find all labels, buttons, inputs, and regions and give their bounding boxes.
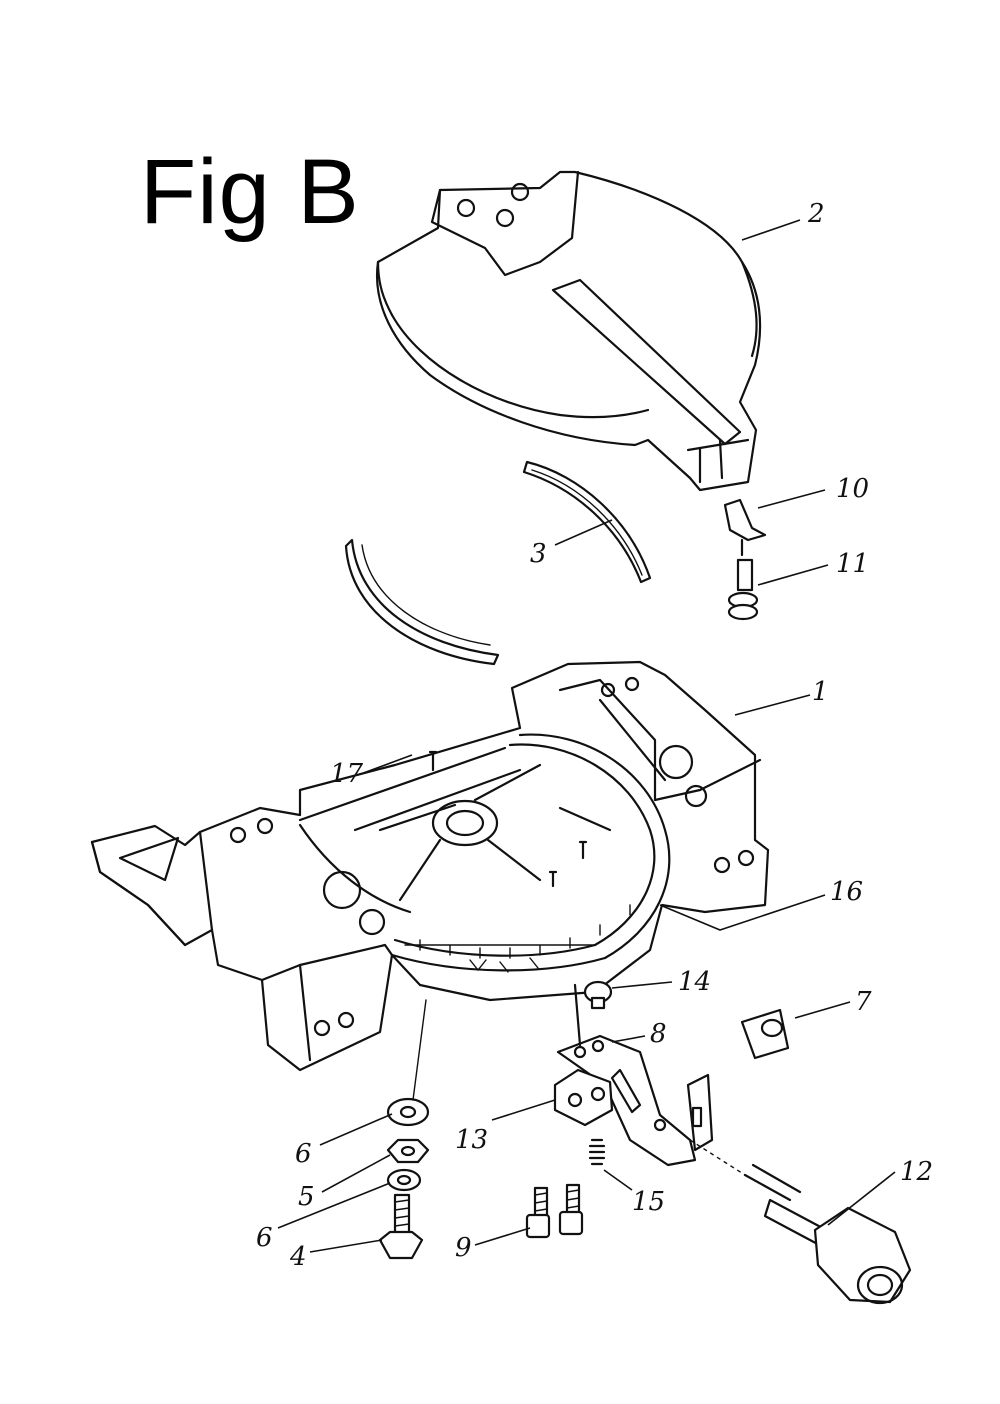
part-6-washer-top <box>386 1097 430 1127</box>
leader-lines <box>277 219 896 1253</box>
part-3-kerf-inserts <box>344 460 652 666</box>
callout-15: 15 <box>632 1187 665 1217</box>
callout-13: 13 <box>455 1125 488 1155</box>
part-5-nut <box>386 1138 430 1164</box>
part-10-clip <box>723 498 767 557</box>
figure-title: Fig B <box>140 141 360 243</box>
callout-5: 5 <box>298 1182 315 1212</box>
callout-8: 8 <box>650 1019 667 1049</box>
callout-7: 7 <box>855 987 872 1017</box>
part-14-rivet <box>583 980 613 1010</box>
part-4-bolt <box>378 1193 424 1260</box>
callout-1: 1 <box>812 677 829 707</box>
part-15-spring <box>588 1138 606 1166</box>
callout-10: 10 <box>836 474 869 504</box>
part-8-bracket <box>556 983 714 1167</box>
part-7-stop-block <box>740 1008 790 1060</box>
callout-4: 4 <box>289 1242 307 1272</box>
callout-9: 9 <box>455 1233 472 1263</box>
callout-17: 17 <box>330 759 364 789</box>
part-9-screws <box>525 1183 584 1239</box>
part-12-lock-handle <box>689 1139 912 1305</box>
callout-12: 12 <box>900 1157 933 1187</box>
callout-6-bottom: 6 <box>256 1223 273 1253</box>
callout-6-top: 6 <box>295 1139 312 1169</box>
bolt-axis-line <box>412 999 427 1101</box>
part-11-stud <box>727 558 759 621</box>
part-16-pointer-screws <box>548 840 588 888</box>
callout-11: 11 <box>836 549 869 579</box>
callout-2: 2 <box>807 199 825 229</box>
part-17-screw <box>428 750 438 772</box>
callout-14: 14 <box>678 967 711 997</box>
part-6-washer-bottom <box>386 1168 422 1192</box>
callout-16: 16 <box>830 877 863 907</box>
part-2-table-top <box>375 170 762 492</box>
part-13-block <box>553 1068 614 1127</box>
callout-3: 3 <box>530 539 547 569</box>
part-1-base <box>90 660 770 1072</box>
callout-labels: 2 3 10 11 1 17 16 14 8 7 13 12 15 9 6 5 … <box>256 199 933 1272</box>
